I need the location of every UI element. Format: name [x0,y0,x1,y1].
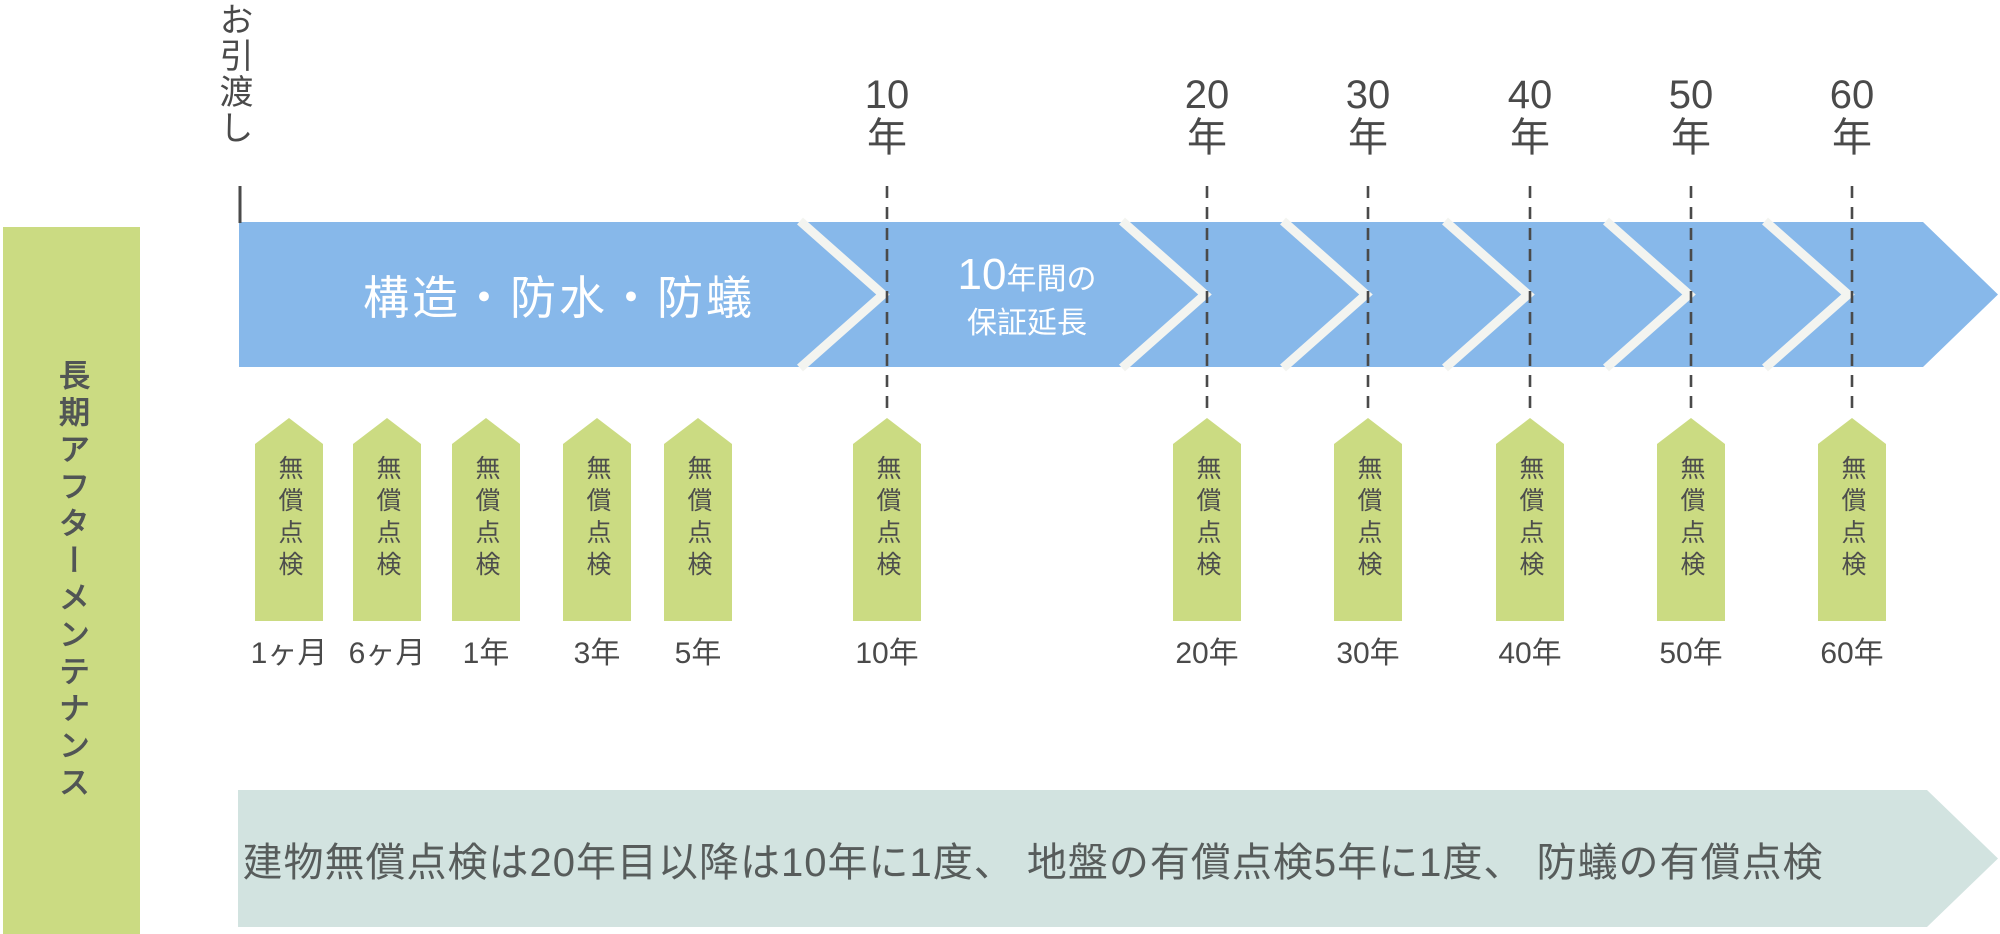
inspection-tag-label: 無償点検 [684,455,712,583]
sidebar-long-term-maintenance: 長期アフターメンテナンス [3,227,140,934]
year-marker: 60 年 [1812,73,1892,161]
warranty-phase2-line1-rest: 年間の [1006,263,1097,297]
warranty-phase2-number: 10 [957,250,1007,300]
inspection-tag-label: 無償点検 [1838,455,1866,583]
inspection-time-label: 40年 [1498,637,1562,670]
inspection-time-label: 5年 [674,637,722,670]
inspection-tag: 無償点検 [853,418,921,621]
warranty-phase1-label: 構造・防水・防蟻 [363,271,755,324]
warranty-arrow-band [239,222,1998,367]
inspection-tag-label: 無償点検 [472,455,500,583]
year-marker-number: 50 [1668,73,1714,117]
band-chevron-separators [797,217,1855,372]
year-marker: 10 年 [847,73,927,161]
inspection-time-label: 1ヶ月 [250,637,328,670]
inspection-time-label: 20年 [1175,637,1239,670]
inspection-tag: 無償点検 [1173,418,1241,621]
inspection-tag: 無償点検 [1334,418,1402,621]
year-marker-number: 40 [1507,73,1553,117]
inspection-tag-label: 無償点検 [1354,455,1382,583]
inspection-tag: 無償点検 [353,418,421,621]
year-marker-number: 20 [1184,73,1230,117]
year-marker-unit: 年 [1671,116,1711,161]
inspection-tag: 無償点検 [563,418,631,621]
chevron-icon [1119,217,1212,372]
year-marker-number: 10 [864,73,910,117]
inspection-tag-label: 無償点検 [1677,455,1705,583]
year-marker-unit: 年 [1348,116,1388,161]
inspection-tag: 無償点検 [1496,418,1564,621]
year-marker-unit: 年 [867,116,907,161]
inspection-time-label: 6ヶ月 [348,637,426,670]
inspection-tag-label: 無償点検 [1516,455,1544,583]
inspection-time-label: 3年 [573,637,621,670]
year-marker-unit: 年 [1832,116,1872,161]
footer-arrow-band [238,790,1998,927]
chevron-icon [1603,217,1696,372]
inspection-tag: 無償点検 [1818,418,1886,621]
inspection-tag: 無償点検 [452,418,520,621]
inspection-tag: 無償点検 [664,418,732,621]
decade-dashed-lines [885,186,1854,416]
inspection-tag: 無償点検 [1657,418,1725,621]
inspection-tag-label: 無償点検 [373,455,401,583]
chevron-icon [1280,217,1373,372]
inspection-tag-label: 無償点検 [1193,455,1221,583]
chevron-icon [1762,217,1855,372]
year-marker: 30 年 [1328,73,1408,161]
year-marker: 20 年 [1167,73,1247,161]
year-marker-number: 30 [1345,73,1391,117]
inspection-time-label: 60年 [1820,637,1884,670]
year-marker: 50 年 [1651,73,1731,161]
inspection-tag-label: 無償点検 [583,455,611,583]
inspection-tag: 無償点検 [255,418,323,621]
sidebar-label: 長期アフターメンテナンス [54,358,89,803]
inspection-tag-label: 無償点検 [275,455,303,583]
inspection-time-label: 50年 [1659,637,1723,670]
inspection-time-label: 30年 [1336,637,1400,670]
year-marker-unit: 年 [1510,116,1550,161]
inspection-time-label: 10年 [855,637,919,670]
footer-note: 建物無償点検は20年目以降は10年に1度、 地盤の有償点検5年に1度、 防蟻の有… [242,840,1824,885]
chevron-icon [797,217,890,372]
warranty-phase2-line2: 保証延長 [967,306,1087,340]
year-marker-number: 60 [1829,73,1875,117]
inspection-tag-label: 無償点検 [873,455,901,583]
year-marker-unit: 年 [1187,116,1227,161]
handover-label: お引渡し [214,2,252,146]
inspection-time-label: 1年 [462,637,510,670]
warranty-phase2-label: 10年間の 保証延長 [877,222,1177,367]
warranty-phase2-line1: 10年間の [958,246,1097,303]
chevron-icon [1442,217,1535,372]
year-marker: 40 年 [1490,73,1570,161]
